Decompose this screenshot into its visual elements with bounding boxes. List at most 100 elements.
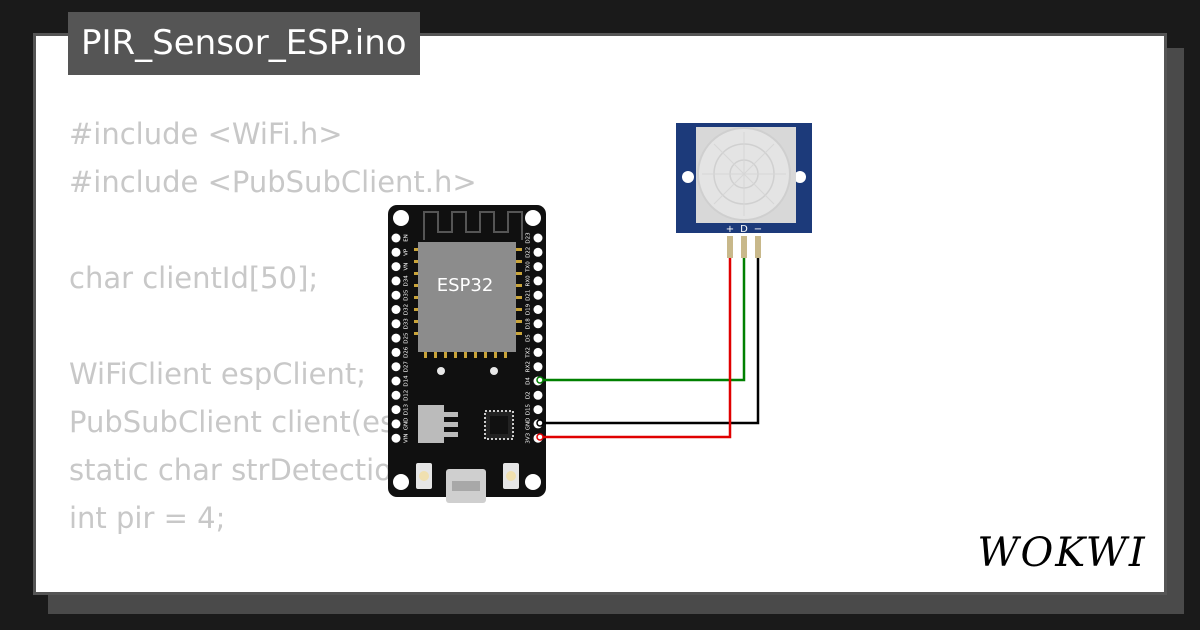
pin-d26[interactable] <box>391 347 401 357</box>
pin-label: D26 <box>404 346 410 358</box>
module-pad <box>414 296 420 299</box>
esp32-module <box>418 242 516 352</box>
pin-d25[interactable] <box>391 333 401 343</box>
chip-label: ESP32 <box>437 275 494 296</box>
pin-d2[interactable] <box>533 390 543 400</box>
module-pad <box>444 352 447 358</box>
pin-d13[interactable] <box>391 405 401 415</box>
pin-d33[interactable] <box>391 319 401 329</box>
pir-pin-label-plus: + <box>726 224 734 235</box>
pin-gnd[interactable] <box>391 419 401 429</box>
module-pad <box>414 284 420 287</box>
pin-d22[interactable] <box>533 247 543 257</box>
pin-label: TX0 <box>526 261 532 273</box>
pin-label: D14 <box>404 375 410 387</box>
pin-tx2[interactable] <box>533 347 543 357</box>
pin-label: D32 <box>404 304 410 315</box>
project-card[interactable]: #include <WiFi.h> #include <PubSubClient.… <box>33 33 1167 595</box>
esp32-board[interactable]: ESP32 ENVPVND34D35D32D33D25D26D27D14D12D… <box>388 205 546 503</box>
pin-d18[interactable] <box>533 319 543 329</box>
pin-d32[interactable] <box>391 305 401 314</box>
code-line: char clientId[50]; <box>69 261 319 295</box>
pin-d27[interactable] <box>391 362 401 372</box>
module-pad <box>454 352 457 358</box>
pin-label: D18 <box>526 318 532 330</box>
pin-d34[interactable] <box>391 276 401 286</box>
pin-d23[interactable] <box>533 233 543 243</box>
led <box>437 367 445 375</box>
pin-label: TX2 <box>526 347 532 359</box>
pir-pin-minus[interactable] <box>755 236 761 258</box>
pin-label: 3V3 <box>526 432 532 443</box>
wire-endpoint <box>536 433 544 441</box>
pin-label: D35 <box>404 289 410 301</box>
regulator-tab <box>444 432 458 437</box>
module-pad <box>474 352 477 358</box>
pin-vp[interactable] <box>391 247 401 257</box>
module-pad <box>424 352 427 358</box>
regulator-tab <box>444 412 458 417</box>
pin-tx0[interactable] <box>533 262 543 272</box>
module-pad <box>504 352 507 358</box>
signal-wire[interactable] <box>540 258 746 382</box>
pin-label: D25 <box>404 332 410 344</box>
code-line: WiFiClient espClient; <box>69 357 366 391</box>
module-pad <box>516 272 522 275</box>
pin-rx2[interactable] <box>533 362 543 372</box>
module-pad <box>516 260 522 263</box>
pin-d15[interactable] <box>533 405 543 415</box>
pir-mount-hole <box>794 171 806 183</box>
pin-d14[interactable] <box>391 376 401 386</box>
module-pad <box>414 248 420 251</box>
code-line: #include <WiFi.h> <box>69 117 343 151</box>
pir-pin-label-data: D <box>740 224 748 235</box>
wire-endpoint <box>536 419 544 427</box>
mount-hole <box>393 210 409 226</box>
module-pad <box>464 352 467 358</box>
module-pad <box>414 332 420 335</box>
pin-vn[interactable] <box>391 262 401 272</box>
pin-label: RX0 <box>526 275 532 287</box>
module-pad <box>516 308 522 311</box>
module-pad <box>414 308 420 311</box>
pin-label: GND <box>404 418 410 431</box>
reset-button-cap <box>506 471 516 481</box>
pin-label: GND <box>526 418 532 431</box>
project-title[interactable]: PIR_Sensor_ESP.ino <box>68 12 420 75</box>
pin-d5[interactable] <box>533 333 543 343</box>
pir-pin-plus[interactable] <box>727 236 733 258</box>
pin-d21[interactable] <box>533 290 543 300</box>
module-pad <box>414 260 420 263</box>
pin-label: EN <box>404 234 410 242</box>
pir-pin-data[interactable] <box>741 236 747 258</box>
module-pad <box>516 296 522 299</box>
module-pad <box>484 352 487 358</box>
mount-hole <box>525 474 541 490</box>
mount-hole <box>525 210 541 226</box>
module-pad <box>516 320 522 323</box>
pin-label: D15 <box>526 403 532 415</box>
pir-dome-facets <box>702 132 786 216</box>
ground-wire[interactable] <box>540 258 760 425</box>
pin-en[interactable] <box>391 233 401 243</box>
code-line: #include <PubSubClient.h> <box>69 165 477 199</box>
pin-label: D12 <box>404 390 410 401</box>
wire-endpoint <box>536 376 544 384</box>
module-pad <box>494 352 497 358</box>
pin-vin[interactable] <box>391 433 401 443</box>
pin-d35[interactable] <box>391 290 401 300</box>
pin-d12[interactable] <box>391 390 401 400</box>
pin-label: D13 <box>404 403 410 415</box>
pin-rx0[interactable] <box>533 276 543 286</box>
pin-label: D19 <box>526 303 532 315</box>
pin-d19[interactable] <box>533 305 543 314</box>
usb-port-inner <box>452 481 480 491</box>
code-preview: #include <WiFi.h> #include <PubSubClient.… <box>69 110 531 592</box>
pir-sensor[interactable]: + D − <box>676 123 812 258</box>
antenna-trace <box>423 211 523 240</box>
usb-uart-chip-core <box>490 416 508 434</box>
module-pad <box>414 272 420 275</box>
pin-label: D22 <box>526 247 532 258</box>
regulator-tab <box>444 422 458 427</box>
power-wire[interactable] <box>540 258 732 439</box>
